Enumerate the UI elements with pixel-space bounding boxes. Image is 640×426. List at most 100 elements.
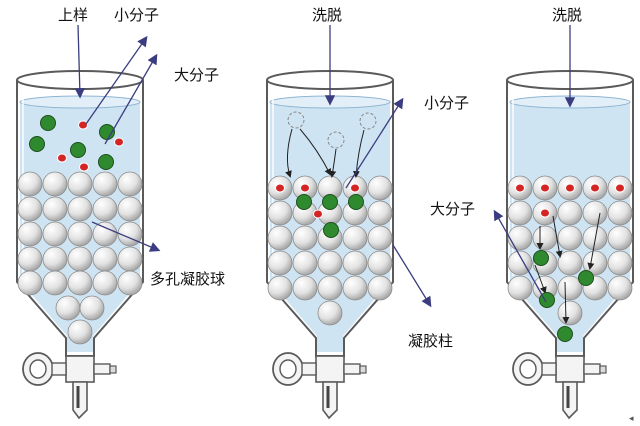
- label-gel-column: 凝胶柱: [408, 332, 453, 350]
- large-molecule: [578, 270, 594, 286]
- gel-bead: [367, 225, 393, 251]
- gel-bead: [557, 300, 583, 326]
- trajectory-arrow: [534, 264, 547, 294]
- small-molecule: [515, 183, 525, 193]
- gel-bead: [17, 196, 43, 222]
- large-molecule: [323, 222, 339, 238]
- label-large-molecule-1: 大分子: [174, 66, 219, 84]
- valve-tip: [599, 365, 607, 374]
- small-molecule: [540, 208, 550, 218]
- large-molecule: [296, 194, 312, 210]
- trajectory-arrow: [562, 281, 570, 324]
- gel-bead: [67, 270, 93, 296]
- gel-bead: [67, 221, 93, 247]
- large-molecule: [40, 115, 56, 131]
- large-molecule: [322, 194, 338, 210]
- gel-bead: [17, 171, 43, 197]
- gel-bead: [292, 225, 318, 251]
- large-molecule: [29, 136, 45, 152]
- corner-mark: ◂: [629, 414, 634, 424]
- gel-bead: [117, 270, 143, 296]
- gel-bead: [42, 221, 68, 247]
- gel-bead: [507, 200, 533, 226]
- gel-bead: [292, 250, 318, 276]
- porous-bead-arrow: [91, 221, 161, 252]
- molecule-ghost: [359, 112, 377, 130]
- gel-bead: [507, 225, 533, 251]
- trajectory-arrow: [587, 212, 601, 270]
- valve-stem: [301, 362, 317, 376]
- small-molecule: [313, 209, 323, 219]
- gel-bead: [42, 171, 68, 197]
- small-molecule: [114, 137, 124, 147]
- valve-handle-hole: [519, 359, 537, 379]
- valve-stem: [51, 362, 67, 376]
- small-molecule-arrow-2: [345, 97, 404, 189]
- label-elute-2: 洗脱: [552, 6, 582, 24]
- small-molecule: [590, 183, 600, 193]
- molecule-ghost: [287, 111, 305, 129]
- gel-bead: [342, 225, 368, 251]
- gel-bead: [42, 270, 68, 296]
- valve-cap: [343, 363, 361, 375]
- arrows-layer: [74, 24, 576, 308]
- gel-bead: [117, 171, 143, 197]
- large-molecule: [533, 250, 549, 266]
- gel-bead: [267, 275, 293, 301]
- gel-bead: [92, 246, 118, 272]
- gel-bead: [55, 295, 81, 321]
- gel-bead: [92, 221, 118, 247]
- gel-bead: [92, 171, 118, 197]
- large-molecule: [557, 326, 573, 342]
- gel-bead: [607, 225, 633, 251]
- gel-bead: [17, 246, 43, 272]
- column-load-sample: [16, 70, 144, 420]
- outlet-spout: [72, 381, 88, 420]
- gel-bead: [267, 250, 293, 276]
- column-elution-2: [506, 70, 634, 420]
- gel-bead: [342, 250, 368, 276]
- large-molecule: [98, 154, 114, 170]
- label-load-sample: 上样: [58, 6, 88, 24]
- gel-bead: [367, 275, 393, 301]
- gel-bead: [317, 250, 343, 276]
- molecule-ghost: [327, 131, 345, 149]
- gel-bead: [92, 270, 118, 296]
- gel-column-arrow: [392, 244, 432, 308]
- gel-bead: [582, 200, 608, 226]
- gel-bead: [317, 300, 343, 326]
- gel-bead: [557, 250, 583, 276]
- valve-cap: [93, 363, 111, 375]
- gel-bead: [557, 225, 583, 251]
- gel-bead: [367, 175, 393, 201]
- large-molecule-arrow-2: [493, 209, 547, 303]
- gel-bead: [117, 246, 143, 272]
- trajectory-arrow: [299, 128, 331, 176]
- small-molecule: [300, 183, 310, 193]
- load-sample-arrow: [74, 24, 85, 99]
- gel-bead: [42, 196, 68, 222]
- small-molecule: [350, 183, 360, 193]
- gel-bead: [42, 246, 68, 272]
- label-small-molecule-1: 小分子: [114, 6, 159, 24]
- trajectory-arrow: [329, 148, 337, 178]
- gel-bead: [532, 225, 558, 251]
- gel-bead: [267, 200, 293, 226]
- label-large-molecule-2: 大分子: [430, 200, 475, 218]
- liquid-surface: [19, 95, 141, 109]
- small-molecule: [78, 120, 88, 130]
- trajectory-arrow: [552, 215, 563, 258]
- gel-bead: [17, 270, 43, 296]
- gel-bead: [607, 275, 633, 301]
- gel-bead: [607, 250, 633, 276]
- gel-bead: [507, 250, 533, 276]
- gel-bead: [342, 275, 368, 301]
- valve-stem: [541, 362, 557, 376]
- outlet-spout: [562, 381, 578, 420]
- small-molecule: [79, 162, 89, 172]
- valve-body: [65, 355, 95, 383]
- gel-bead: [557, 275, 583, 301]
- gel-bead: [117, 196, 143, 222]
- gel-bead: [67, 246, 93, 272]
